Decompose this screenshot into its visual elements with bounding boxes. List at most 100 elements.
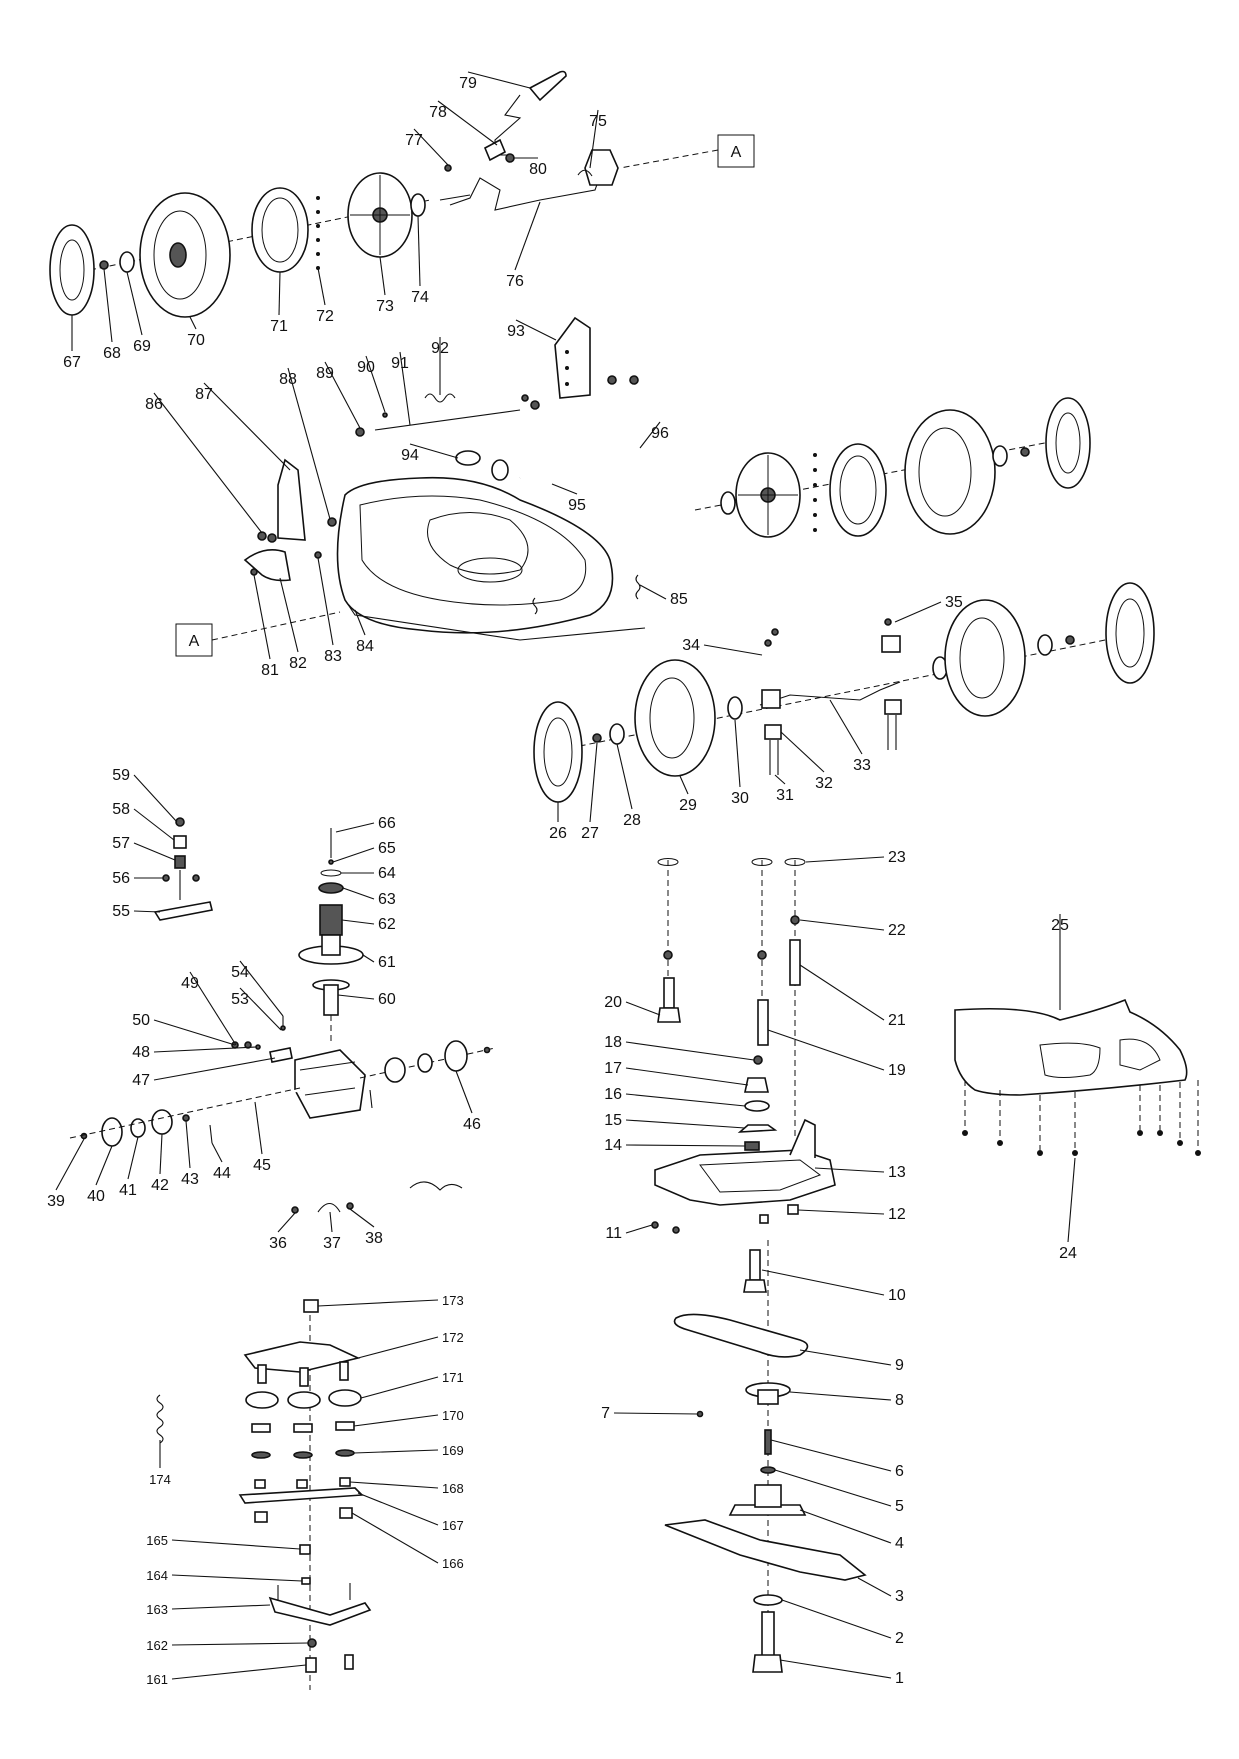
nut-12	[787, 1204, 799, 1215]
leader-39	[55, 1138, 85, 1191]
part-label-5: 5	[895, 1498, 904, 1515]
leader-93	[515, 319, 557, 341]
leader-86	[153, 392, 263, 534]
leader-19	[767, 1029, 885, 1071]
part-label-45: 45	[253, 1157, 271, 1174]
bolt-20	[657, 1007, 681, 1023]
leader-69	[126, 271, 143, 336]
leader-70	[189, 316, 197, 330]
leader-18	[625, 1041, 755, 1061]
part-label-54: 54	[231, 964, 249, 981]
leader-63	[342, 887, 375, 900]
grip-79	[528, 70, 567, 102]
screw-56	[162, 874, 170, 882]
leader-72	[317, 267, 326, 306]
leader-36	[277, 1212, 296, 1233]
leader-45	[254, 1101, 263, 1155]
leader-4	[799, 1509, 892, 1544]
nut-18	[753, 1055, 763, 1065]
washer-23	[784, 858, 806, 866]
spring-57	[174, 855, 186, 869]
leader-3	[857, 1577, 892, 1597]
leader-164	[171, 1574, 303, 1582]
bearing-74	[410, 193, 426, 217]
part-label-68: 68	[103, 345, 121, 362]
nut-22	[790, 915, 800, 925]
leader-172	[357, 1336, 439, 1359]
leader-83	[317, 557, 334, 646]
leader-74	[417, 215, 421, 287]
leader-88	[287, 367, 331, 520]
part-label-26: 26	[549, 825, 567, 842]
part-label-88: 88	[279, 371, 297, 388]
leader-90	[365, 355, 386, 413]
leader-37	[329, 1211, 333, 1233]
part-label-3: 3	[895, 1588, 904, 1605]
leader-41	[127, 1136, 139, 1180]
leader-8	[789, 1391, 892, 1401]
part-label-58: 58	[112, 801, 130, 818]
part-label-59: 59	[112, 767, 130, 784]
part-label-63: 63	[378, 891, 396, 908]
bracket-34	[761, 689, 781, 709]
reference-marker-a-bottom: A	[175, 611, 341, 657]
part-label-23: 23	[888, 849, 906, 866]
leader-71	[278, 271, 281, 316]
part-label-67: 67	[63, 354, 81, 371]
screw-81	[250, 568, 258, 576]
part-label-21: 21	[888, 1012, 906, 1029]
leader-165	[171, 1539, 301, 1550]
bearing-30	[727, 696, 743, 720]
leader-48	[153, 1046, 257, 1053]
part-label-12: 12	[888, 1206, 906, 1223]
bracket-35	[881, 635, 901, 653]
part-label-17: 17	[604, 1060, 622, 1077]
nut-17	[744, 1077, 769, 1093]
part-label-41: 41	[119, 1182, 137, 1199]
part-label-170: 170	[442, 1408, 464, 1423]
leader-20	[625, 1001, 661, 1016]
part-label-48: 48	[132, 1044, 150, 1061]
washer-68	[99, 260, 109, 270]
part-label-4: 4	[895, 1535, 904, 1552]
leader-40	[95, 1145, 113, 1186]
ring-63	[318, 882, 344, 894]
leader-15	[625, 1119, 746, 1129]
clamp-37	[317, 1202, 341, 1213]
part-label-64: 64	[378, 865, 396, 882]
clip-39	[80, 1132, 88, 1140]
part-label-42: 42	[151, 1177, 169, 1194]
belt-housing-13	[654, 1149, 836, 1206]
washer-64	[320, 869, 342, 877]
part-label-36: 36	[269, 1235, 287, 1252]
bracket-55	[153, 901, 213, 921]
leader-170	[353, 1414, 439, 1427]
pin-90	[382, 412, 388, 418]
bushing-58	[173, 835, 187, 849]
part-label-39: 39	[47, 1193, 65, 1210]
part-label-87: 87	[195, 386, 213, 403]
leader-29	[679, 775, 689, 795]
leader-166	[351, 1512, 439, 1564]
bearing-28	[609, 723, 625, 745]
part-label-14: 14	[604, 1137, 622, 1154]
part-label-11: 11	[605, 1225, 622, 1242]
leader-46	[455, 1070, 473, 1114]
leader-87	[203, 382, 291, 471]
part-label-50: 50	[132, 1012, 150, 1029]
leader-27	[589, 742, 598, 823]
part-label-27: 27	[581, 825, 599, 842]
leader-24	[1067, 1157, 1076, 1243]
part-label-49: 49	[181, 975, 199, 992]
svg-text:A: A	[189, 633, 200, 650]
leader-12	[797, 1209, 885, 1215]
part-label-75: 75	[589, 113, 607, 130]
screw-77	[444, 164, 452, 172]
stud-21	[789, 939, 801, 986]
spring-62	[319, 904, 343, 936]
leader-65	[332, 847, 375, 863]
leader-33	[829, 699, 863, 755]
front-cover-25	[954, 998, 1201, 1156]
leader-31	[774, 774, 786, 785]
